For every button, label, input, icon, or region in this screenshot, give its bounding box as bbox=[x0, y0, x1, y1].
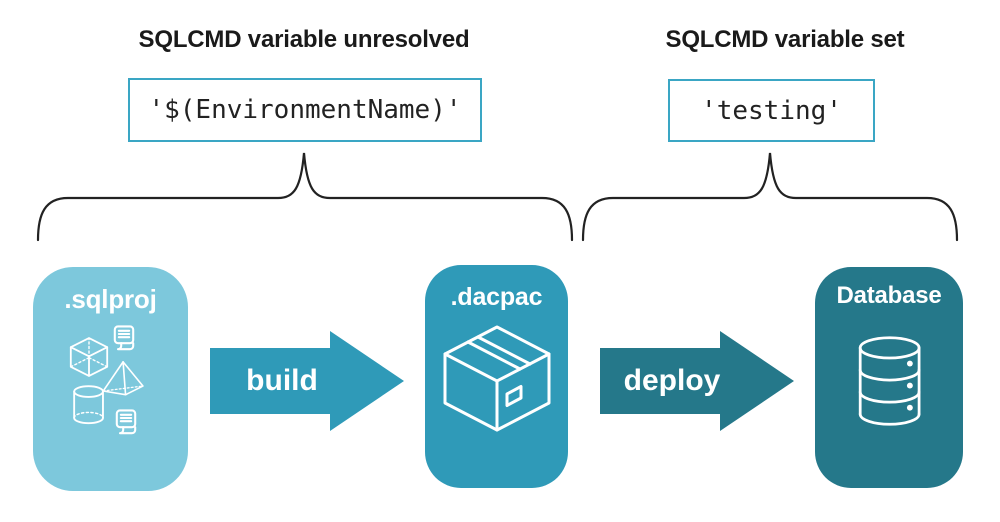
set-heading: SQLCMD variable set bbox=[665, 26, 905, 53]
unresolved-code-box: '$(EnvironmentName)' bbox=[128, 78, 482, 142]
package-box-icon bbox=[443, 325, 551, 432]
dacpac-node bbox=[425, 265, 568, 488]
database-label: Database bbox=[836, 282, 942, 309]
script-scroll-icon bbox=[113, 325, 135, 351]
build-arrow bbox=[210, 331, 404, 431]
deploy-arrow bbox=[600, 331, 794, 431]
deploy-arrow-label: deploy bbox=[623, 364, 721, 397]
unresolved-code-text: '$(EnvironmentName)' bbox=[148, 95, 462, 125]
dacpac-label: .dacpac bbox=[450, 283, 543, 311]
database-cylinder-icon bbox=[858, 336, 921, 426]
pyramid-icon bbox=[102, 361, 144, 396]
set-code-text: 'testing' bbox=[701, 95, 842, 126]
right-brace bbox=[581, 152, 959, 242]
sql-objects-icon bbox=[69, 325, 144, 435]
database-node bbox=[815, 267, 963, 488]
script-scroll-icon bbox=[115, 409, 137, 435]
set-code-box: 'testing' bbox=[668, 79, 875, 142]
unresolved-heading: SQLCMD variable unresolved bbox=[138, 26, 470, 53]
sqlproj-label: .sqlproj bbox=[64, 284, 157, 314]
cube-icon bbox=[69, 337, 109, 377]
left-brace bbox=[36, 152, 574, 242]
cylinder-icon bbox=[73, 385, 104, 425]
build-arrow-label: build bbox=[246, 364, 318, 397]
